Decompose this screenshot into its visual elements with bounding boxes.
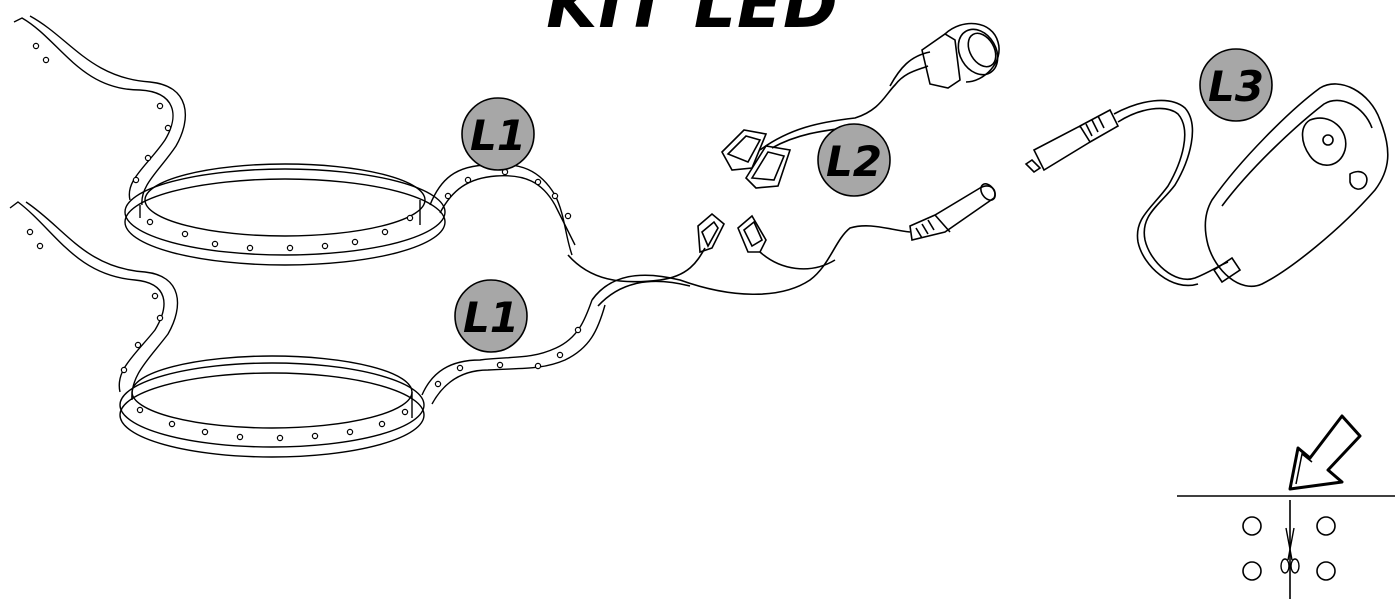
label-badge-l1-top: L1 [461, 97, 535, 171]
label-badge-l1-bottom: L1 [454, 279, 528, 353]
arrow-icon [1288, 414, 1362, 491]
wiring [567, 183, 996, 307]
badge-text: L3 [1208, 62, 1264, 111]
cut-detail [1177, 495, 1395, 599]
badge-text: L1 [463, 293, 519, 342]
label-badge-l2: L2 [817, 123, 891, 197]
badge-text: L1 [470, 111, 526, 160]
led-strip-icon [13, 15, 576, 266]
page-title: KIT LED [546, 0, 839, 43]
badge-text: L2 [826, 137, 882, 186]
label-badge-l3: L3 [1199, 48, 1273, 122]
power-adapter-icon [1024, 83, 1389, 287]
scissors-icon [1280, 527, 1300, 574]
